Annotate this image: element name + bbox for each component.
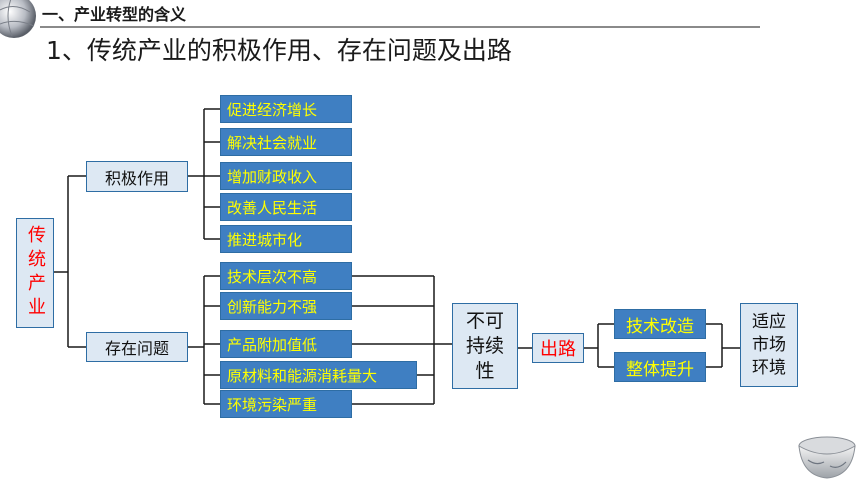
unsustainable-line: 性 xyxy=(475,359,495,382)
unsustainable-line: 持续 xyxy=(465,334,504,357)
outlet-node: 出路 xyxy=(532,333,584,363)
problem-item: 产品附加值低 xyxy=(220,330,352,358)
branch-existing-problems: 存在问题 xyxy=(86,332,188,362)
root-node-traditional-industry: 传 统 产 业 xyxy=(16,218,54,328)
result-line: 适应 xyxy=(752,311,786,332)
root-char: 业 xyxy=(25,297,46,321)
section-title: 一、产业转型的含义 xyxy=(42,5,187,24)
globe-icon xyxy=(0,0,36,38)
positive-item: 增加财政收入 xyxy=(220,162,352,190)
problem-item: 创新能力不强 xyxy=(220,292,352,320)
root-char: 统 xyxy=(25,249,46,273)
unsustainable-node: 不可 持续 性 xyxy=(452,303,518,389)
positive-item: 解决社会就业 xyxy=(220,128,352,156)
positive-item: 促进经济增长 xyxy=(220,95,352,123)
problem-item: 原材料和能源消耗量大 xyxy=(220,361,417,389)
positive-item: 推进城市化 xyxy=(220,225,352,253)
porcelain-bowl-icon xyxy=(798,436,856,479)
result-node: 适应 市场 环境 xyxy=(740,303,798,387)
positive-item: 改善人民生活 xyxy=(220,193,352,221)
problem-item: 环境污染严重 xyxy=(220,390,352,418)
root-char: 传 xyxy=(25,225,46,249)
problem-item: 技术层次不高 xyxy=(220,262,352,290)
branch-positive-effects: 积极作用 xyxy=(86,161,188,192)
slide-title: 1、传统产业的积极作用、存在问题及出路 xyxy=(46,36,512,65)
result-line: 市场 xyxy=(752,334,786,355)
result-line: 环境 xyxy=(752,357,786,378)
solution-item: 技术改造 xyxy=(614,309,706,339)
root-char: 产 xyxy=(25,273,46,297)
solution-item: 整体提升 xyxy=(614,352,706,382)
title-rule xyxy=(40,26,760,28)
unsustainable-line: 不可 xyxy=(465,309,504,332)
